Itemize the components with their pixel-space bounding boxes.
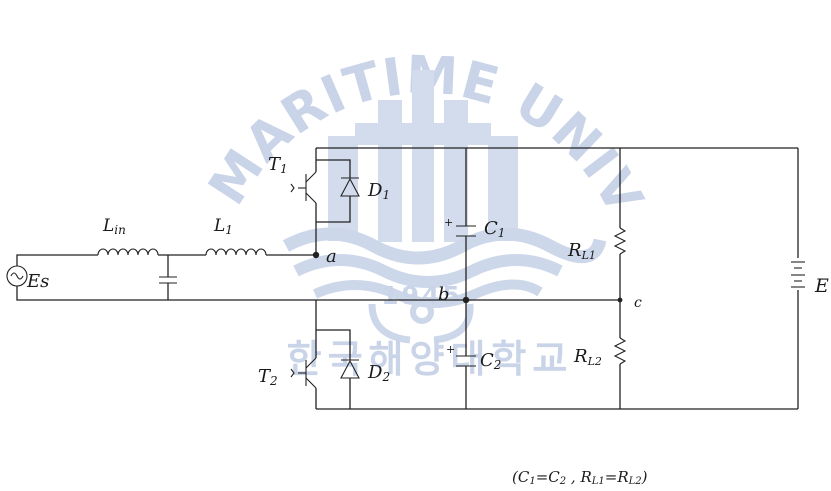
diode-d2: D2 — [316, 329, 390, 409]
resistor-rl1-label: RL1 — [567, 240, 596, 262]
wire-source-top — [16, 254, 98, 266]
c1-plus: + — [444, 216, 453, 229]
watermark-arc-text: KOREA MARITIME UNIVERSITY — [0, 0, 654, 232]
watermark-korean-text: 한국해양대학교 — [287, 337, 574, 381]
capacitor-c1: + C1 — [444, 148, 505, 300]
resistor-rl2: RL2 — [573, 300, 627, 409]
wire-bottom-rail — [16, 286, 620, 301]
ac-source: Es — [6, 265, 49, 292]
input-inductor-label: Lin — [102, 216, 126, 237]
switch-t1: T1 — [268, 148, 317, 255]
boost-inductor: L1 — [205, 216, 267, 256]
switch-t1-label: T1 — [268, 154, 288, 176]
input-inductor: Lin — [97, 216, 159, 256]
seal-emblem-icon — [328, 70, 518, 242]
node-b-label: b — [438, 284, 450, 305]
condition-note: (C1=C2 , RL1=RL2) — [512, 468, 648, 487]
resistor-rl2-label: RL2 — [573, 346, 602, 368]
university-seal-watermark: KOREA MARITIME UNIVERSITY 1945 한국해양대학교 — [0, 0, 654, 381]
capacitor-c2: + C2 — [446, 300, 501, 409]
switch-t2-label: T2 — [258, 366, 278, 388]
seal-anchor-icon — [368, 300, 474, 344]
filter-capacitor — [159, 255, 177, 300]
battery-label: E — [814, 275, 829, 297]
node-b-dot — [462, 296, 470, 304]
c2-plus: + — [446, 343, 455, 356]
battery-e: E — [791, 261, 829, 297]
boost-inductor-label: L1 — [213, 216, 233, 237]
capacitor-c2-label: C2 — [480, 350, 501, 372]
node-c-dot — [617, 297, 623, 303]
node-a-label: a — [326, 246, 337, 267]
diode-d2-label: D2 — [367, 362, 390, 384]
diode-d1-label: D1 — [367, 180, 390, 202]
diode-d1: D1 — [316, 159, 390, 223]
resistor-rl1: RL1 — [567, 148, 627, 300]
capacitor-c1-label: C1 — [484, 218, 505, 240]
seal-waves-icon — [282, 227, 607, 308]
source-label: Es — [26, 271, 49, 292]
switch-t2: T2 — [258, 300, 317, 409]
node-c-label: c — [634, 295, 642, 311]
